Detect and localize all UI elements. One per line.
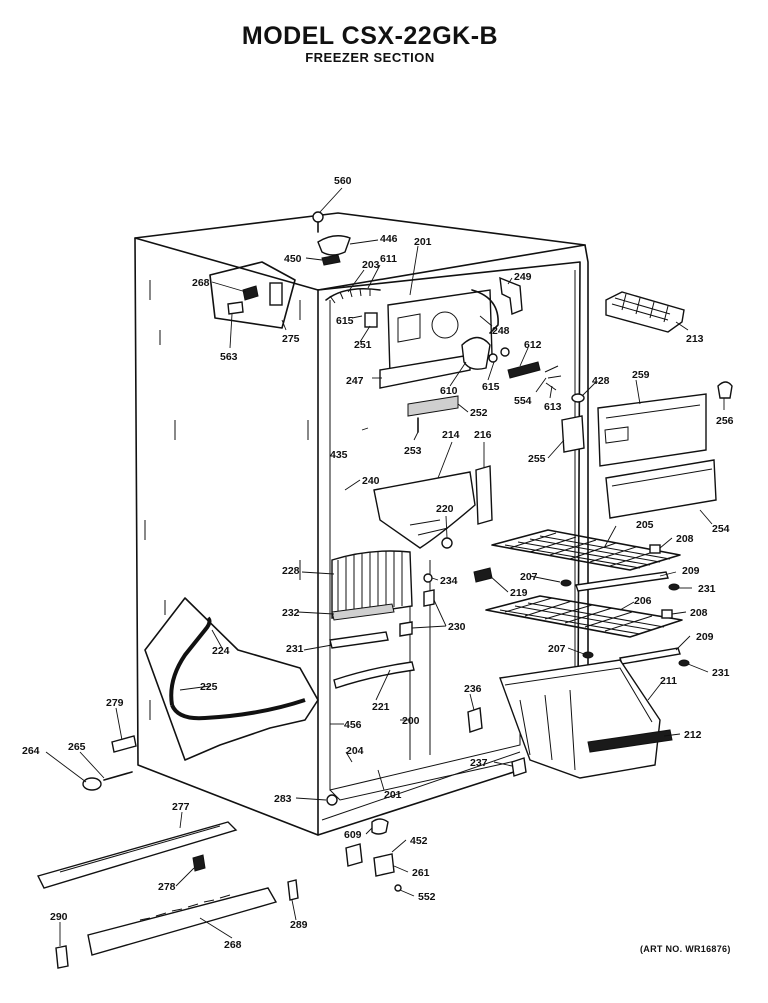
part-label-259: 259 [632, 369, 650, 381]
part-label-609: 609 [344, 829, 362, 841]
part-label-224: 224 [212, 645, 230, 657]
part-labels: 560 446 450 201 203 611 268 249 615 275 … [22, 175, 734, 951]
part-label-290: 290 [50, 911, 68, 923]
part-label-230: 230 [448, 621, 466, 633]
part-label-251: 251 [354, 339, 372, 351]
art-number: (ART NO. WR16876) [640, 944, 731, 954]
part-label-265: 265 [68, 741, 86, 753]
part-label-253: 253 [404, 445, 422, 457]
part-label-231-upper: 231 [698, 583, 716, 595]
part-label-456: 456 [344, 719, 362, 731]
part-label-209-upper: 209 [682, 565, 700, 577]
part-label-279: 279 [106, 697, 124, 709]
part-label-275: 275 [282, 333, 300, 345]
part-label-214: 214 [442, 429, 460, 441]
part-label-450: 450 [284, 253, 302, 265]
part-label-207-upper: 207 [520, 571, 538, 583]
part-label-207-lower: 207 [548, 643, 566, 655]
part-label-452: 452 [410, 835, 428, 847]
part-label-206: 206 [634, 595, 652, 607]
part-label-560: 560 [334, 175, 352, 187]
part-label-219: 219 [510, 587, 528, 599]
part-label-221: 221 [372, 701, 390, 713]
part-label-237: 237 [470, 757, 488, 769]
part-label-208-lower: 208 [690, 607, 708, 619]
part-label-220: 220 [436, 503, 454, 515]
part-label-212: 212 [684, 729, 702, 741]
part-label-201: 201 [414, 236, 432, 248]
part-label-247: 247 [346, 375, 364, 387]
part-label-249: 249 [514, 271, 532, 283]
part-label-209-lower: 209 [696, 631, 714, 643]
part-label-610: 610 [440, 385, 458, 397]
part-label-256: 256 [716, 415, 734, 427]
part-label-289: 289 [290, 919, 308, 931]
part-label-615-right: 615 [482, 381, 500, 393]
part-label-428: 428 [592, 375, 610, 387]
part-label-613: 613 [544, 401, 562, 413]
part-label-252: 252 [470, 407, 488, 419]
part-label-208-upper: 208 [676, 533, 694, 545]
part-label-231-left: 231 [286, 643, 304, 655]
part-label-255: 255 [528, 453, 546, 465]
right-side-components [373, 291, 733, 779]
part-label-554: 554 [514, 395, 532, 407]
part-label-611: 611 [380, 253, 397, 265]
part-label-236: 236 [464, 683, 482, 695]
part-label-261: 261 [412, 867, 430, 879]
part-label-213: 213 [686, 333, 704, 345]
part-label-615-left: 615 [336, 315, 354, 327]
part-label-268-bottom: 268 [224, 939, 242, 951]
part-label-435: 435 [330, 449, 348, 461]
part-label-205: 205 [636, 519, 654, 531]
part-label-268-top: 268 [192, 277, 210, 289]
lower-components [36, 550, 527, 969]
part-label-278: 278 [158, 881, 176, 893]
part-label-232: 232 [282, 607, 300, 619]
part-label-254: 254 [712, 523, 730, 535]
part-label-203: 203 [362, 259, 380, 271]
part-label-552: 552 [418, 891, 436, 903]
part-label-264: 264 [22, 745, 40, 757]
leader-lines [45, 187, 725, 946]
part-label-225: 225 [200, 681, 218, 693]
part-label-211: 211 [660, 675, 677, 687]
part-label-446: 446 [380, 233, 398, 245]
section-subtitle: FREEZER SECTION [305, 50, 435, 65]
part-label-248: 248 [492, 325, 510, 337]
part-label-216: 216 [474, 429, 492, 441]
part-label-200: 200 [402, 715, 420, 727]
part-label-240: 240 [362, 475, 380, 487]
part-label-231-lower: 231 [712, 667, 730, 679]
model-title: MODEL CSX-22GK-B [241, 22, 499, 50]
part-label-234: 234 [440, 575, 458, 587]
top-components [209, 211, 562, 433]
part-label-228: 228 [282, 565, 300, 577]
part-label-612: 612 [524, 339, 542, 351]
part-label-204: 204 [346, 745, 364, 757]
part-label-283: 283 [274, 793, 292, 805]
part-label-201-lower: 201 [384, 789, 402, 801]
part-label-277: 277 [172, 801, 190, 813]
part-label-563: 563 [220, 351, 238, 363]
